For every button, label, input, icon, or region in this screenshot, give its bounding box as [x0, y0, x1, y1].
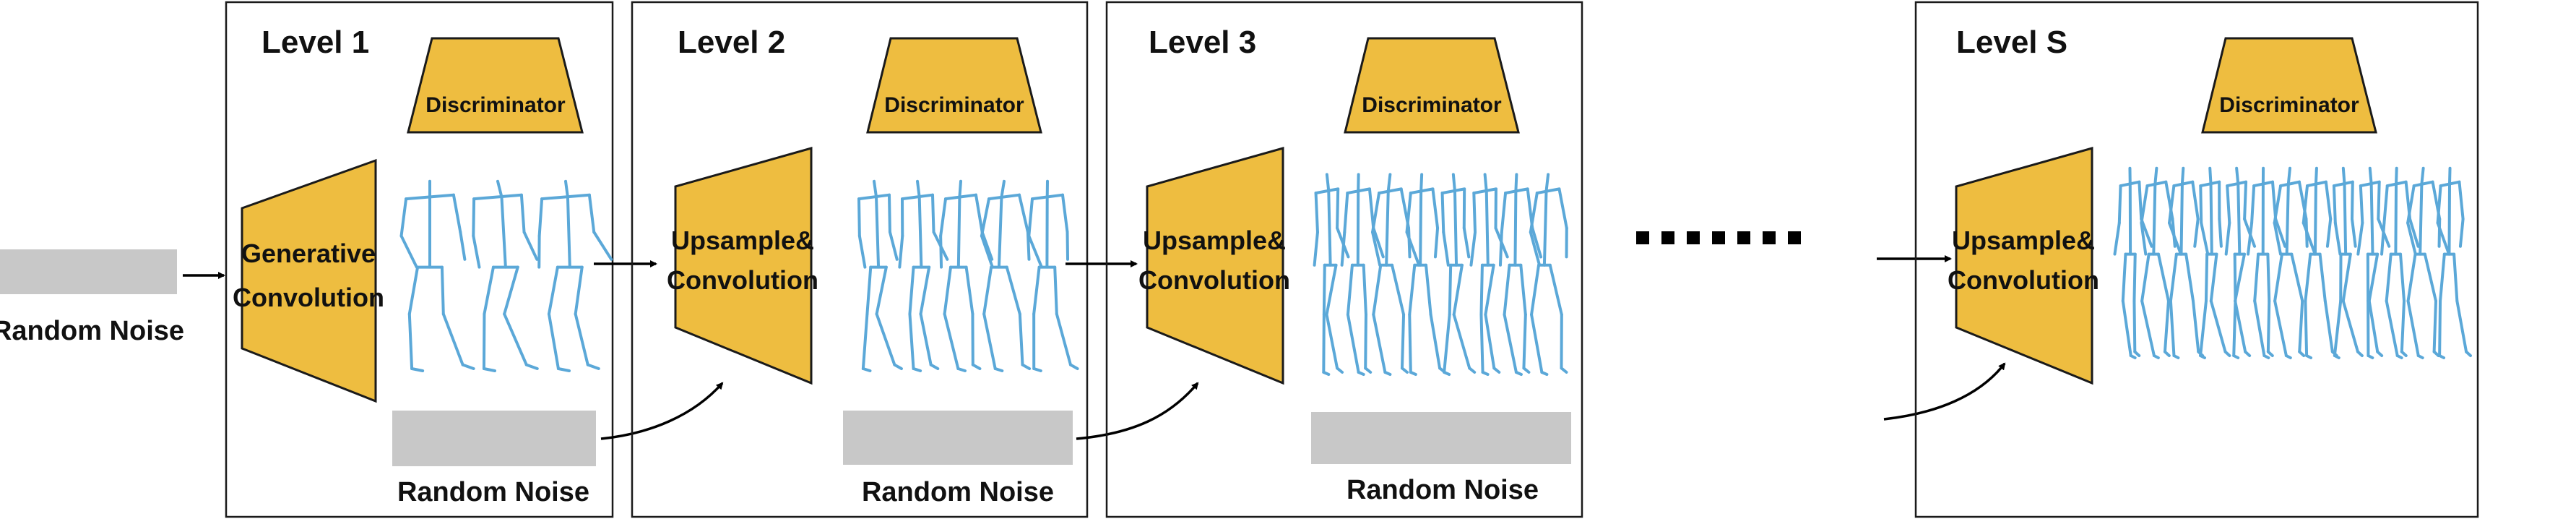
level-2-noise-bar — [843, 411, 1073, 465]
level-1-panel: Level 1 Discriminator Generative Convolu… — [225, 1, 614, 518]
level-2-title: Level 2 — [678, 25, 785, 60]
stick-figure — [2140, 166, 2177, 359]
level-1-title: Level 1 — [262, 25, 369, 60]
level-3-noise-arrow — [1076, 382, 1199, 440]
level-s-panel: Level S Discriminator Upsample& Convolut… — [1914, 1, 2479, 518]
level-3-generator-label-line1: Upsample& — [1143, 226, 1286, 255]
level-1-generator-label-line1: Generative — [241, 239, 376, 268]
stick-figure — [898, 179, 949, 372]
level-s-generator-label-line2: Convolution — [1948, 265, 2099, 295]
level-1-motion-skeletons — [399, 179, 613, 372]
stick-figure — [939, 179, 994, 372]
level-3-title: Level 3 — [1149, 25, 1256, 60]
stick-figure — [2301, 166, 2338, 359]
level-2-discriminator-label: Discriminator — [884, 93, 1024, 117]
level-2-generator-label-line1: Upsample& — [671, 226, 814, 255]
level-2-noise-label: Random Noise — [862, 477, 1054, 507]
stick-figure — [2113, 166, 2153, 359]
stick-figure — [1498, 173, 1543, 376]
level-s-generator-label-line1: Upsample& — [1952, 226, 2095, 255]
stick-figure — [1371, 173, 1412, 376]
stick-figure — [537, 179, 613, 372]
level-2-generator-label-line2: Convolution — [667, 265, 818, 295]
level-s-generator — [1955, 147, 2093, 385]
level-1-discriminator-label: Discriminator — [425, 93, 566, 117]
stick-figure — [2406, 166, 2442, 359]
level-3-frame — [1105, 1, 1583, 518]
level-s-noise-arrow — [1883, 362, 2006, 421]
stick-figure — [1469, 173, 1509, 376]
stick-figure — [980, 179, 1032, 372]
dotted-ellipsis-icon — [1636, 231, 1801, 244]
stick-figure — [2332, 166, 2364, 359]
level-1-noise-label: Random Noise — [397, 477, 589, 507]
stick-figure — [1027, 179, 1079, 372]
stick-figure — [1340, 173, 1385, 376]
level-s-title: Level S — [1956, 25, 2067, 60]
level-3-noise-bar — [1311, 412, 1571, 464]
level-2-discriminator — [866, 37, 1042, 134]
level-3-discriminator — [1344, 37, 1520, 134]
stick-figure — [399, 179, 475, 372]
level-2-noise-arrow — [600, 382, 724, 440]
level-s-discriminator — [2201, 37, 2377, 134]
stick-figure — [857, 179, 903, 372]
level-1-generator-label-line2: Convolution — [233, 283, 384, 312]
level-3-motion-skeletons — [1313, 173, 1568, 376]
stick-figure — [1440, 173, 1477, 376]
level-3-discriminator-label: Discriminator — [1362, 93, 1502, 117]
stick-figure — [1313, 173, 1350, 376]
level-2-panel: Level 2 Discriminator Upsample& Convolut… — [631, 1, 1089, 518]
level-1-generator — [241, 158, 377, 403]
stick-figure — [1405, 173, 1447, 376]
level-2-generator — [674, 147, 813, 385]
level-3-noise-label: Random Noise — [1347, 475, 1539, 505]
level-1-discriminator — [407, 37, 584, 134]
level-s-discriminator-label: Discriminator — [2219, 93, 2359, 117]
level-1-noise-bar — [392, 411, 596, 466]
level-2-motion-skeletons — [857, 179, 1079, 372]
stick-figure — [2168, 166, 2205, 359]
stick-figure — [2436, 166, 2472, 359]
stick-figure — [1529, 173, 1568, 376]
stick-figure — [472, 179, 539, 372]
level-3-generator-label-line2: Convolution — [1138, 265, 1290, 295]
input-noise-bar — [0, 249, 177, 294]
stick-figure — [2199, 166, 2231, 359]
level-s-motion-skeletons — [2113, 166, 2472, 359]
stick-figure — [2273, 166, 2309, 359]
level-s-frame — [1914, 1, 2479, 518]
stick-figure — [2356, 166, 2391, 359]
level-3-generator — [1146, 147, 1284, 385]
stick-figure — [2380, 166, 2420, 359]
stick-figure — [2247, 166, 2287, 359]
stick-figure — [2224, 166, 2257, 359]
input-noise-label: Random Noise — [0, 316, 184, 346]
level-3-panel: Level 3 Discriminator Upsample& Convolut… — [1105, 1, 1583, 518]
level-2-frame — [631, 1, 1089, 518]
